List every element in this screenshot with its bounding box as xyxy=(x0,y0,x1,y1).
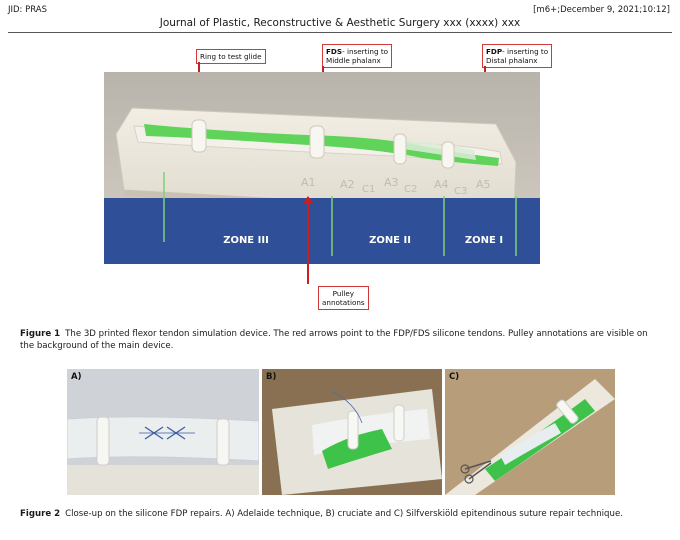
pulley-ring xyxy=(191,119,207,153)
callout-ring-text: Ring to test glide xyxy=(200,52,262,61)
journal-title: Journal of Plastic, Reconstructive & Aes… xyxy=(159,17,521,29)
pulley-label: A4 xyxy=(434,178,449,191)
figure2-panel-a: A) xyxy=(67,369,259,495)
figure2-caption-label: Figure 2 xyxy=(20,509,61,519)
pulley-label: A3 xyxy=(384,176,399,189)
callout-fds: FDS- inserting to Middle phalanx xyxy=(322,44,393,68)
figure2-panel-c: C) xyxy=(445,369,615,495)
callout-pulley-line1: Pulley xyxy=(332,289,355,298)
callout-ring: Ring to test glide xyxy=(196,49,266,64)
figure1-caption-label: Figure 1 xyxy=(20,329,61,339)
callout-fdp-line1: - inserting to xyxy=(502,47,549,56)
header-jid: JID: PRAS xyxy=(8,5,48,15)
figure2-panel-b: B) xyxy=(262,369,442,495)
callout-pulley-line2: annotations xyxy=(322,298,365,307)
callout-fds-line2: Middle phalanx xyxy=(326,56,381,65)
pulley-ring xyxy=(309,125,325,159)
figure1-photo: A1 A2 C1 A3 C2 A4 C3 A5 ZONE III ZONE II… xyxy=(104,72,540,264)
panel-label-a: A) xyxy=(71,372,82,382)
figure2-caption: Figure 2 Close-up on the silicone FDP rep… xyxy=(20,508,660,520)
callout-pulley: Pulley annotations xyxy=(318,286,369,310)
figure2-panel-c-photo xyxy=(445,369,615,495)
zone-band xyxy=(104,198,540,264)
tendon-translucent-segment xyxy=(394,138,476,160)
callout-fdp: FDP- inserting to Distal phalanx xyxy=(482,44,553,68)
zone-label-ii: ZONE II xyxy=(369,235,411,246)
pulley-ring xyxy=(393,133,407,165)
pulley-label: C1 xyxy=(362,184,375,195)
header-rule xyxy=(8,32,672,33)
pulley-label: C3 xyxy=(454,186,467,197)
pulley-ring xyxy=(441,141,455,169)
pulley-label: C2 xyxy=(404,184,417,195)
pulley-label: A5 xyxy=(476,178,491,191)
figure2-panel-b-photo xyxy=(262,369,442,495)
pulley-label: A1 xyxy=(301,176,316,189)
callout-fds-line1: - inserting to xyxy=(342,47,389,56)
pulley-label: A2 xyxy=(340,178,355,191)
panel-label-c: C) xyxy=(449,372,460,382)
arrow-pulley-shaft xyxy=(307,202,309,284)
callout-fdp-bold: FDP xyxy=(486,47,503,56)
figure2-caption-text: Close-up on the silicone FDP repairs. A)… xyxy=(65,509,623,519)
panel-label-b: B) xyxy=(266,372,277,382)
zone-label-iii: ZONE III xyxy=(223,235,269,246)
figure2-panel-a-photo xyxy=(67,369,259,495)
figure1-caption-text: The 3D printed flexor tendon simulation … xyxy=(20,329,648,351)
arrow-pulley-head xyxy=(303,196,313,203)
callout-fdp-line2: Distal phalanx xyxy=(486,56,538,65)
callout-fds-bold: FDS xyxy=(326,47,343,56)
header-timestamp: [m6+;December 9, 2021;10:12] xyxy=(533,5,670,15)
zone-label-i: ZONE I xyxy=(465,235,503,246)
